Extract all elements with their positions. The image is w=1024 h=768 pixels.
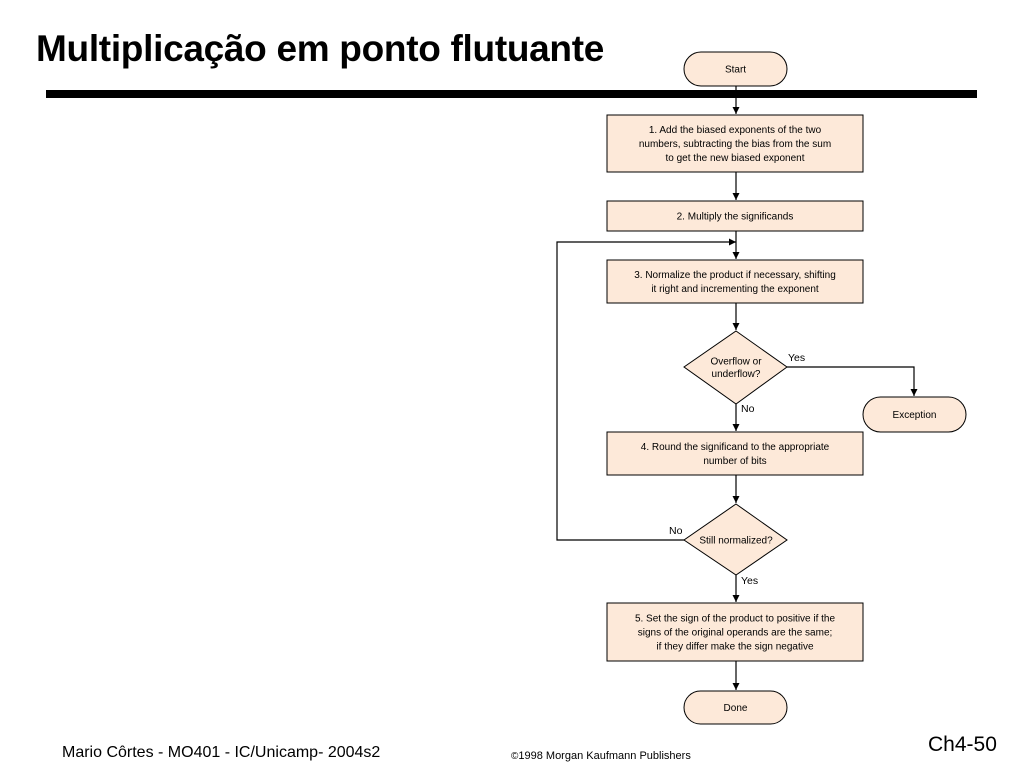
node-text-line: Still normalized? [699,536,773,547]
edge-decision1-exception [787,366,918,396]
step2-text: 2. Multiply the significands [677,212,794,223]
normalized-no-label: No [669,525,683,537]
slide-title: Multiplicação em ponto flutuante [36,28,605,69]
node-text-line: underflow? [712,369,761,380]
node-text-line: 2. Multiply the significands [677,212,794,223]
node-text-line: number of bits [703,456,766,467]
step1-box [606,114,864,173]
node-text-line: if they differ make the sign negative [656,642,814,653]
node-text-line: 4. Round the significand to the appropri… [641,442,830,453]
overflow-decision [683,330,788,405]
title-rule [46,90,977,98]
footer-author: Mario Côrtes - MO401 - IC/Unicamp- 2004s… [62,744,381,761]
normalized-decision [683,503,788,576]
node-text-line: it right and incrementing the exponent [651,284,819,295]
slide-number: Ch4-50 [928,733,997,756]
step4-box [606,431,864,476]
step5-box [606,602,864,662]
step3-text: 3. Normalize the product if necessary, s… [634,270,836,295]
normalized-yes-label: Yes [741,575,758,587]
done-label: Done [724,703,748,714]
overflow-no-label: No [741,403,755,415]
exception-label: Exception [893,410,937,421]
node-text-line: Overflow or [710,356,762,367]
overflow-yes-label: Yes [788,352,805,364]
step5-text: 5. Set the sign of the product to positi… [635,614,836,653]
overflow-decision-text: Overflow or underflow? [710,356,762,380]
copyright-text: 1998 Morgan Kaufmann Publishers [518,750,691,762]
node-text-line: to get the new biased exponent [666,153,805,164]
exception-node [862,396,967,433]
step2-box [606,200,864,232]
node-text-line: 5. Set the sign of the product to positi… [635,614,836,625]
copyright-symbol: © [511,751,519,762]
start-node [683,51,788,87]
node-text-line: numbers, subtracting the bias from the s… [639,139,831,150]
step4-text: 4. Round the significand to the appropri… [641,442,830,467]
edge-decision2-loop [556,238,736,541]
node-text-line: signs of the original operands are the s… [638,628,833,639]
step1-text: 1. Add the biased exponents of the two nu… [639,125,831,164]
footer-copyright: ©1998 Morgan Kaufmann Publishers [511,750,691,762]
done-node [683,690,788,725]
node-text-line: 1. Add the biased exponents of the two [649,125,822,136]
normalized-decision-text: Still normalized? [699,536,773,547]
start-label: Start [725,65,746,76]
node-text-line: 3. Normalize the product if necessary, s… [634,270,836,281]
step3-box [606,259,864,304]
